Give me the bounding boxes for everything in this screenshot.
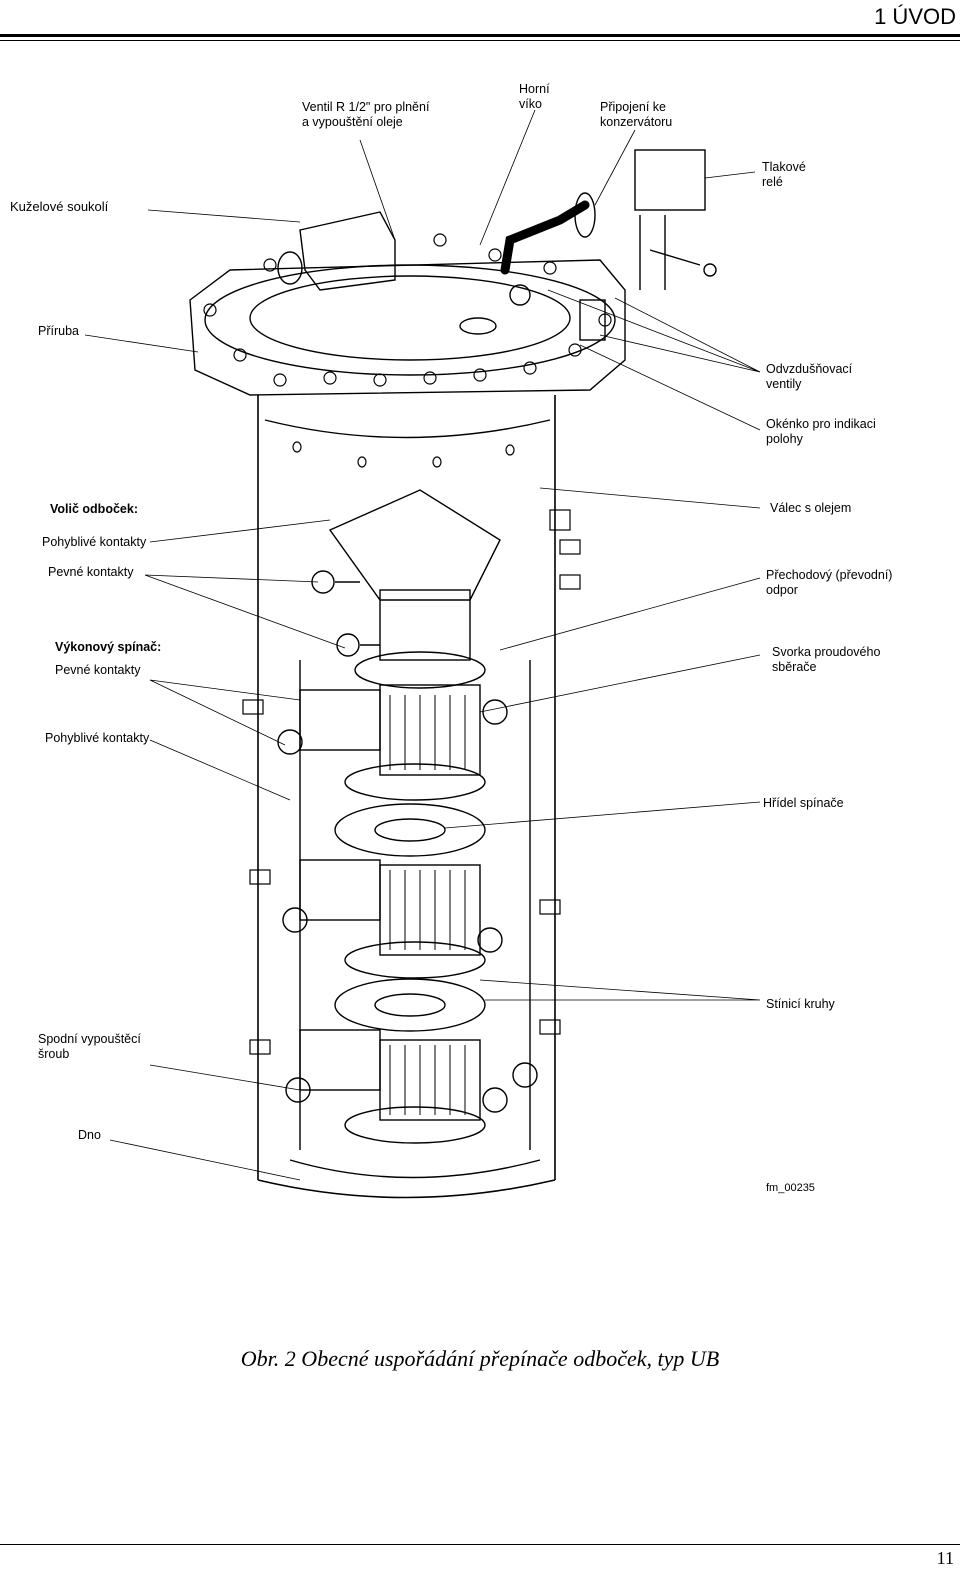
label-drain-screw-line1: Spodní vypouštěcí <box>38 1032 141 1046</box>
selector-housing <box>328 489 501 601</box>
tap-changer-drawing <box>84 109 761 1199</box>
label-switch-shaft: Hřídel spínače <box>763 796 844 810</box>
label-vent-valves-line2: ventily <box>766 377 802 391</box>
label-diverter-switch: Výkonový spínač: <box>55 640 162 654</box>
flange-ring <box>204 264 616 376</box>
drawing-id: fm_00235 <box>766 1182 815 1194</box>
cylinder-bottom <box>257 1179 556 1199</box>
label-conservator-line2: konzervátoru <box>600 115 673 129</box>
label-bottom: Dno <box>78 1128 101 1142</box>
label-selector-moving-contacts: Pohyblivé kontakty <box>42 535 147 549</box>
switch-shaft-column <box>299 660 531 1150</box>
flange-bolts <box>203 233 612 387</box>
conservator-pipe <box>500 200 590 275</box>
header-rule-thin <box>0 40 960 41</box>
header-rule <box>0 34 960 37</box>
diverter-stage-2 <box>282 859 503 979</box>
label-transition-resistor-line2: odpor <box>766 583 798 597</box>
outer-terminals <box>242 509 581 1055</box>
bevel-gear-box <box>299 211 396 291</box>
shielding-ring-2 <box>334 978 486 1032</box>
label-collector-terminal-line2: sběrače <box>772 660 817 674</box>
label-top-cover-line1: Horní <box>519 82 550 96</box>
label-oil-cylinder: Válec s olejem <box>770 501 852 515</box>
label-top-cover-line2: víko <box>519 97 542 111</box>
label-vent-valves-line1: Odvzdušňovací <box>766 362 853 376</box>
label-pressure-relay-line2: relé <box>762 175 783 189</box>
footer-rule <box>0 1544 960 1545</box>
shielding-ring-1 <box>334 803 486 857</box>
label-pressure-relay-line1: Tlakové <box>762 160 806 174</box>
figure-caption: Obr. 2 Obecné uspořádání přepínače odboč… <box>240 1346 720 1371</box>
label-fill-valve-line2: a vypouštění oleje <box>302 115 403 129</box>
cylinder-holes <box>292 441 515 468</box>
label-bevel-gear: Kuželové soukolí <box>10 199 109 214</box>
label-tap-selector: Volič odboček: <box>50 502 138 516</box>
diverter-stage-3 <box>285 1029 538 1144</box>
pressure-relay <box>634 149 706 211</box>
section-title: 1 ÚVOD <box>874 4 956 29</box>
page-number: 11 <box>936 1548 954 1568</box>
diverter-stage-1 <box>277 651 508 801</box>
label-fill-valve-line1: Ventil R 1/2" pro plnění <box>302 100 430 114</box>
label-drain-screw-line2: šroub <box>38 1047 70 1061</box>
label-selector-fixed-contacts: Pevné kontakty <box>48 565 134 579</box>
label-diverter-fixed-contacts: Pevné kontakty <box>55 663 141 677</box>
label-conservator-line1: Připojení ke <box>600 100 667 114</box>
label-shielding-rings: Stínicí kruhy <box>766 997 835 1011</box>
label-collector-terminal-line1: Svorka proudového <box>772 645 881 659</box>
leader-lines <box>84 109 761 1181</box>
selector-contacts <box>311 570 380 657</box>
label-position-window-line1: Okénko pro indikaci <box>766 417 876 431</box>
label-flange: Příruba <box>38 324 79 338</box>
oil-cylinder <box>257 395 556 1180</box>
label-position-window-line2: polohy <box>766 432 803 446</box>
label-transition-resistor-line1: Přechodový (převodní) <box>766 568 893 582</box>
label-diverter-moving-contacts: Pohyblivé kontakty <box>45 731 150 745</box>
